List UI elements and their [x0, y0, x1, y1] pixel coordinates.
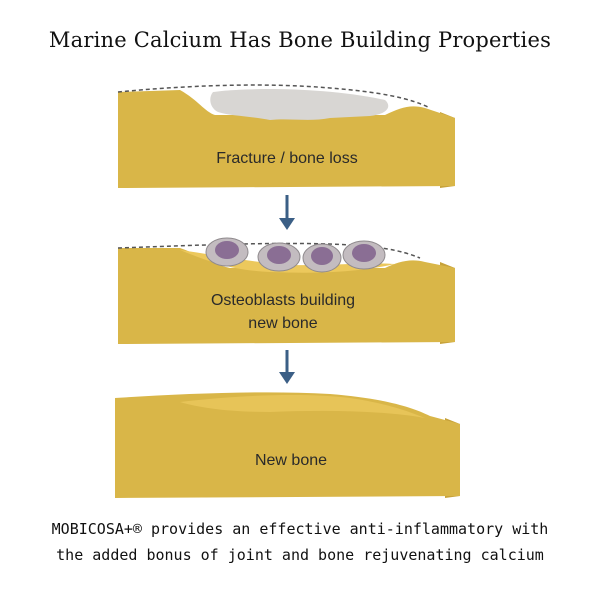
bone-block-osteoblasts: [118, 248, 455, 344]
caption: MOBICOSA+® provides an effective anti-in…: [0, 516, 600, 568]
osteoblast-cell: [342, 240, 386, 270]
new-bone-layer: [180, 250, 395, 273]
caption-line-1: MOBICOSA+® provides an effective anti-in…: [51, 520, 549, 538]
original-bone-outline: [117, 242, 421, 259]
stage-label-fracture: Fracture / bone loss: [216, 150, 357, 167]
osteoblast-cell: [302, 243, 342, 273]
bone-loss-gap: [210, 89, 389, 120]
original-bone-outline: [117, 84, 431, 109]
osteoblast-cell: [257, 242, 301, 272]
stage-label-osteoblasts-line2: new bone: [248, 315, 317, 332]
osteoblast-cell: [205, 237, 249, 267]
stage-label-osteoblasts-line1: Osteoblasts building: [211, 292, 355, 309]
stage-fracture: Fracture / bone loss: [117, 84, 455, 188]
stage-new-bone: New bone: [115, 392, 460, 498]
down-arrow-icon: [279, 195, 295, 230]
down-arrow-icon: [279, 350, 295, 384]
caption-line-2: the added bonus of joint and bone rejuve…: [56, 546, 544, 564]
stage-label-new-bone: New bone: [255, 452, 327, 469]
stage-osteoblasts: Osteoblasts building new bone: [117, 237, 455, 344]
bone-block-new: [115, 392, 460, 498]
diagram-title: Marine Calcium Has Bone Building Propert…: [48, 28, 552, 52]
new-bone-layer: [180, 395, 425, 418]
bone-block-fracture: [118, 90, 455, 188]
